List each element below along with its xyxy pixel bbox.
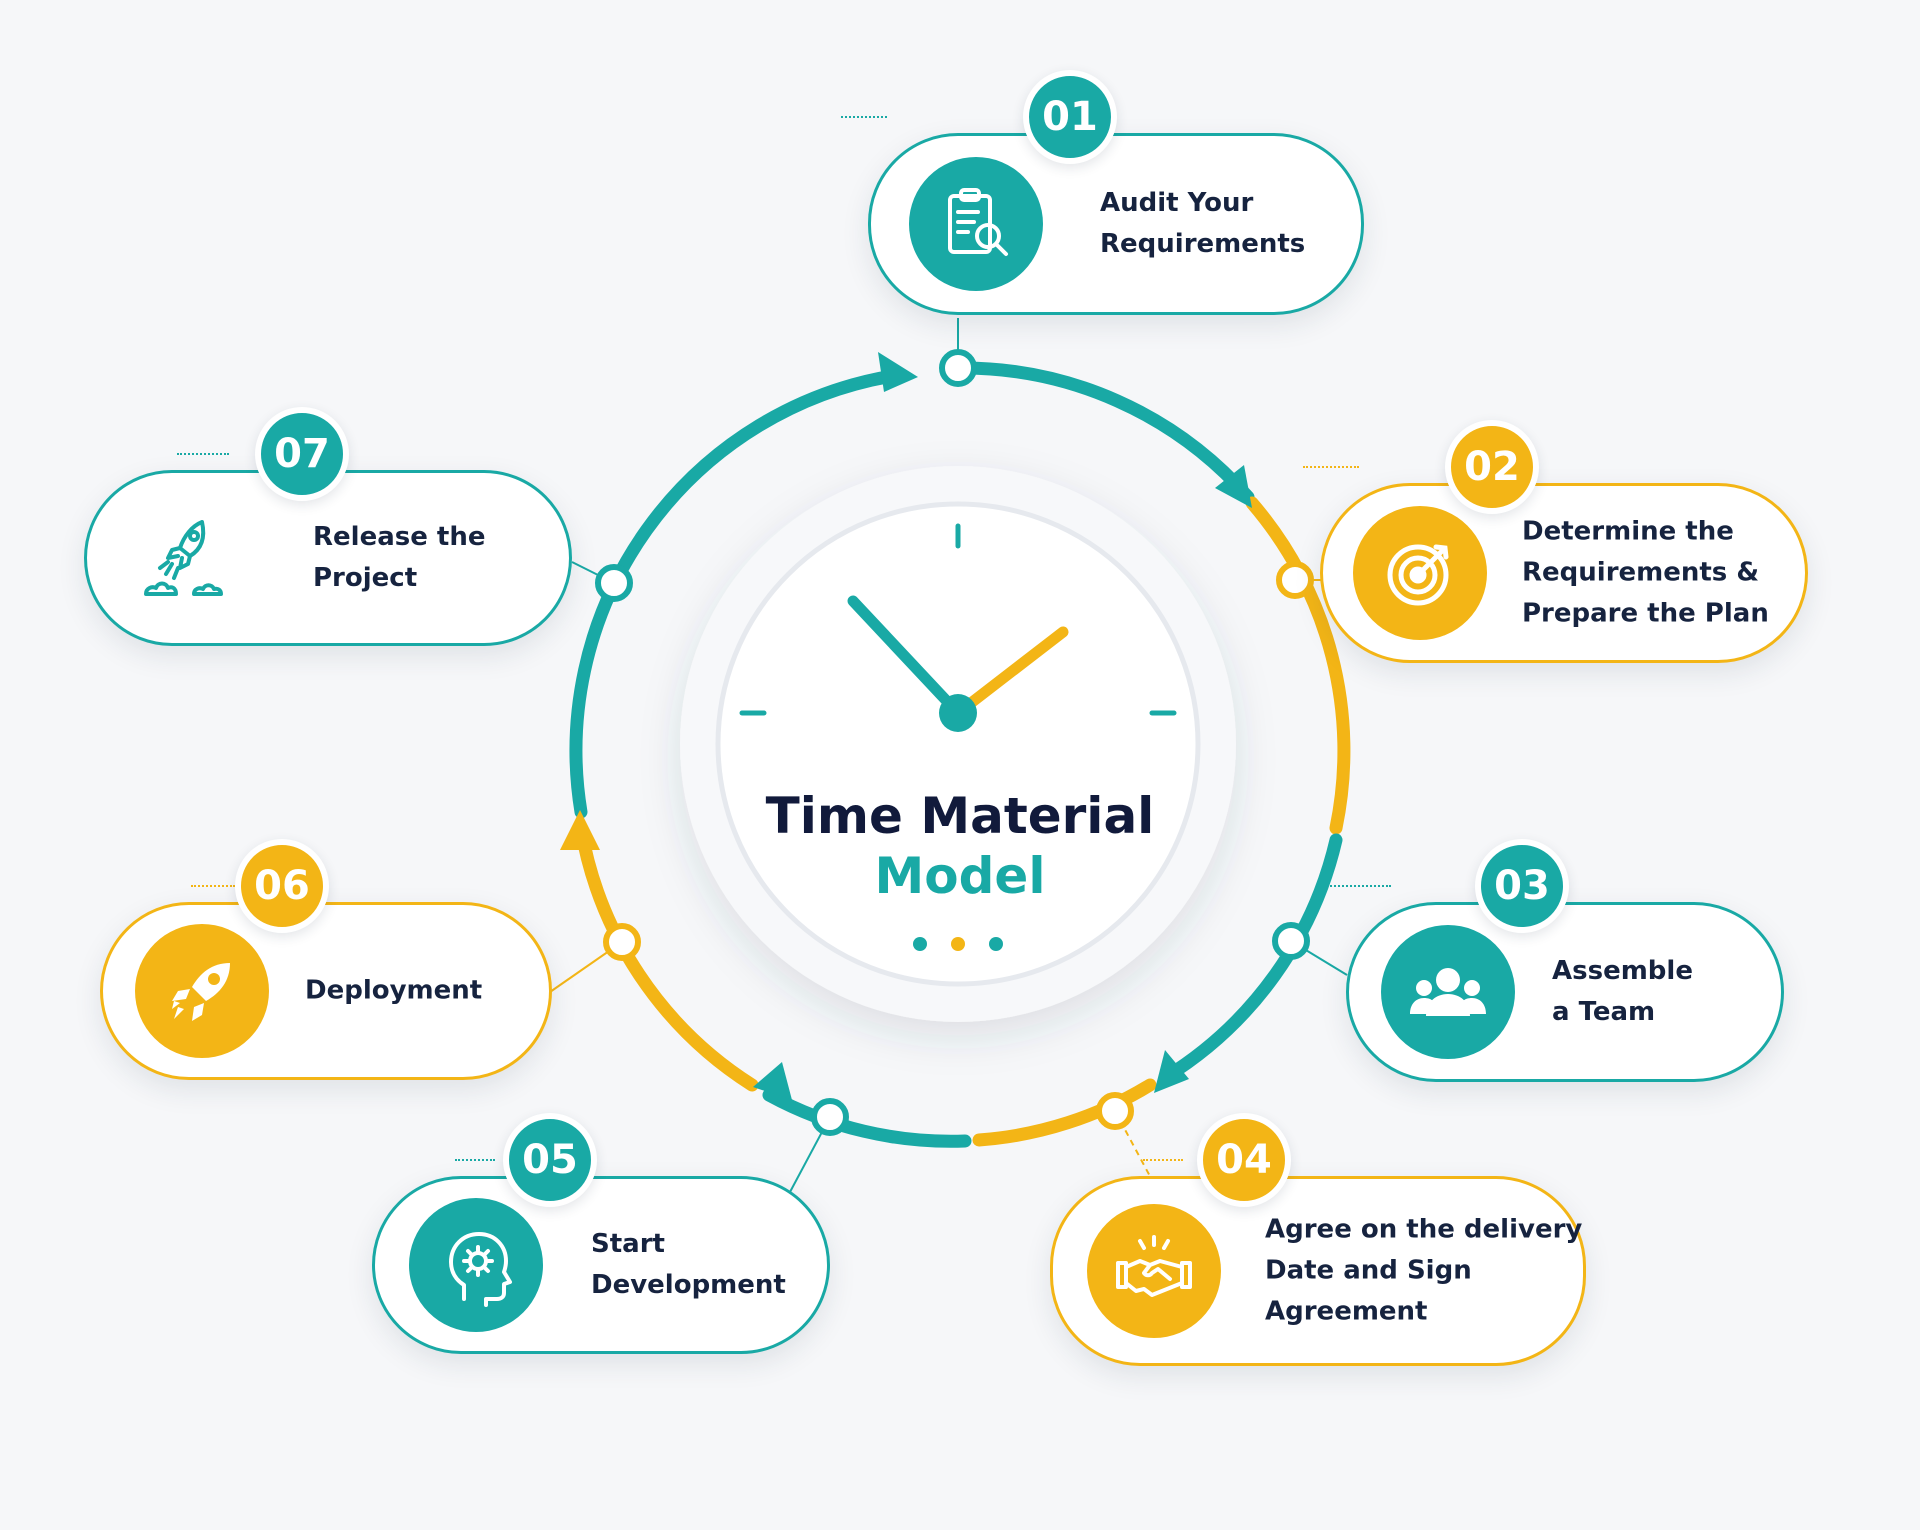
step-number-07: 07 [255, 407, 349, 501]
ring-arrows [560, 352, 1252, 1100]
step-card-07: 07 Release the Project [84, 407, 572, 646]
clock-hand-long [847, 595, 964, 719]
step-label-02: Determine the Requirements & Prepare the… [1522, 516, 1769, 629]
step-number-05: 05 [503, 1113, 597, 1207]
target-icon [1353, 506, 1487, 640]
step-label-03: Assemble a Team [1552, 956, 1693, 1027]
center-title-line2: Model [874, 847, 1046, 905]
ring-arc-05-06 [574, 821, 759, 1092]
step-label-06: Deployment [305, 975, 483, 1006]
ring-arc-04-05 [762, 1088, 972, 1148]
step-label-04: Agree on the delivery Date and Sign Agre… [1265, 1214, 1583, 1327]
dot-1 [913, 937, 927, 951]
rocket-icon [135, 924, 269, 1058]
team-icon [1381, 925, 1515, 1059]
step-number-04: 04 [1197, 1113, 1291, 1207]
ring-node-05 [811, 1098, 849, 1136]
head-gear-icon [409, 1198, 543, 1332]
cycle-ring [569, 361, 1351, 1148]
ring-arc-mid-03 [1159, 833, 1343, 1084]
ring-arc-06-07 [569, 369, 899, 819]
arrow-head-right-upper [1215, 465, 1252, 508]
step-card-02: 02 Determine the Requirements & Prepare … [1303, 420, 1808, 663]
arrow-head-left [560, 810, 600, 850]
step-number-03: 03 [1475, 839, 1569, 933]
step-card-01: 01 Audit Your Requirements [841, 70, 1364, 315]
rocket-launch-icon [117, 491, 251, 625]
clock-center-dot [939, 694, 977, 732]
center-title: Time Material Model [700, 786, 1220, 906]
ring-node-04 [1096, 1092, 1134, 1130]
clock [680, 466, 1236, 1022]
ring-node-07 [595, 564, 633, 602]
step-card-03: 03 Assemble a Team [1319, 839, 1784, 1082]
ring-node-01 [939, 349, 977, 387]
ring-arc-04 [972, 1078, 1157, 1147]
arrow-head-bottom [753, 1062, 792, 1100]
ring-arc-01-02 [951, 361, 1255, 504]
ring-arc-02-mid [1245, 496, 1351, 835]
step-card-05: 05 Start Development [372, 1113, 830, 1354]
dot-3 [989, 937, 1003, 951]
clipboard-search-icon [909, 157, 1043, 291]
ring-node-02 [1276, 561, 1314, 599]
step-label-05: Start Development [591, 1229, 786, 1300]
step-card-04: 04 Agree on the delivery Date and Sign A… [1050, 1113, 1586, 1366]
clock-face [715, 501, 1201, 987]
ring-node-06 [603, 923, 641, 961]
step-number-06: 06 [235, 839, 329, 933]
step-number-02: 02 [1445, 420, 1539, 514]
step-label-01: Audit Your Requirements [1100, 188, 1306, 259]
step-card-06: 06 Deployment [100, 839, 552, 1080]
ring-node-03 [1272, 922, 1310, 960]
arrow-head-top [878, 352, 918, 392]
handshake-icon [1087, 1204, 1221, 1338]
clock-hand-short [952, 626, 1069, 719]
center-title-line1: Time Material [765, 787, 1155, 845]
dot-2 [951, 937, 965, 951]
step-label-07: Release the Project [313, 522, 486, 593]
arrow-head-right-lower [1154, 1050, 1189, 1093]
ring-nodes [595, 349, 1314, 1136]
step-number-01: 01 [1023, 70, 1117, 164]
